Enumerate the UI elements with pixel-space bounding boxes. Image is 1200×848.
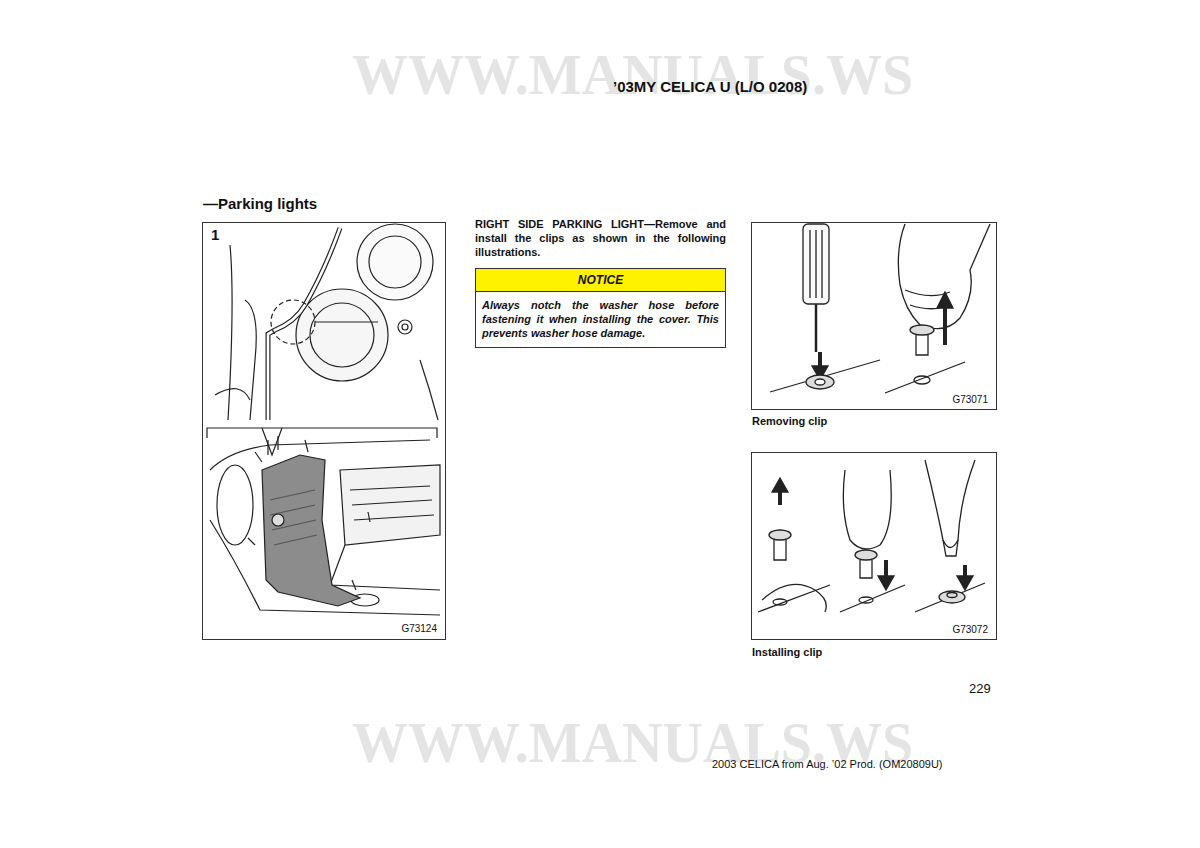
- removing-clip-illustration: [770, 224, 990, 393]
- figure-code: G73071: [951, 394, 989, 406]
- front-cover-illustration: [210, 436, 440, 615]
- watermark: WWW.MANUALS.WS: [352, 40, 913, 110]
- notice-body: Always notch the washer hose before fast…: [476, 292, 725, 347]
- instruction-text: RIGHT SIDE PARKING LIGHT—Remove and inst…: [475, 217, 726, 259]
- figure-frame: G73071: [751, 222, 997, 410]
- footer-text: 2003 CELICA from Aug. ’02 Prod. (OM20809…: [712, 757, 943, 771]
- page-number: 229: [969, 681, 991, 697]
- engine-bay-illustration: [207, 224, 438, 455]
- figure-frame: 1G73124: [202, 222, 446, 640]
- installing-clip-illustration: [758, 460, 985, 612]
- notice-box: NOTICEAlways notch the washer hose befor…: [475, 268, 726, 348]
- section-title: —Parking lights: [203, 194, 317, 213]
- page-header: ’03MY CELICA U (L/O 0208): [613, 77, 807, 96]
- figure-code: G73072: [951, 624, 989, 636]
- figure-number: 1: [210, 226, 220, 244]
- figure-frame: G73072: [751, 452, 997, 640]
- figure-caption: Removing clip: [752, 414, 827, 428]
- figure-caption: Installing clip: [752, 645, 822, 659]
- figure-code: G73124: [400, 623, 438, 635]
- notice-heading: NOTICE: [476, 269, 725, 292]
